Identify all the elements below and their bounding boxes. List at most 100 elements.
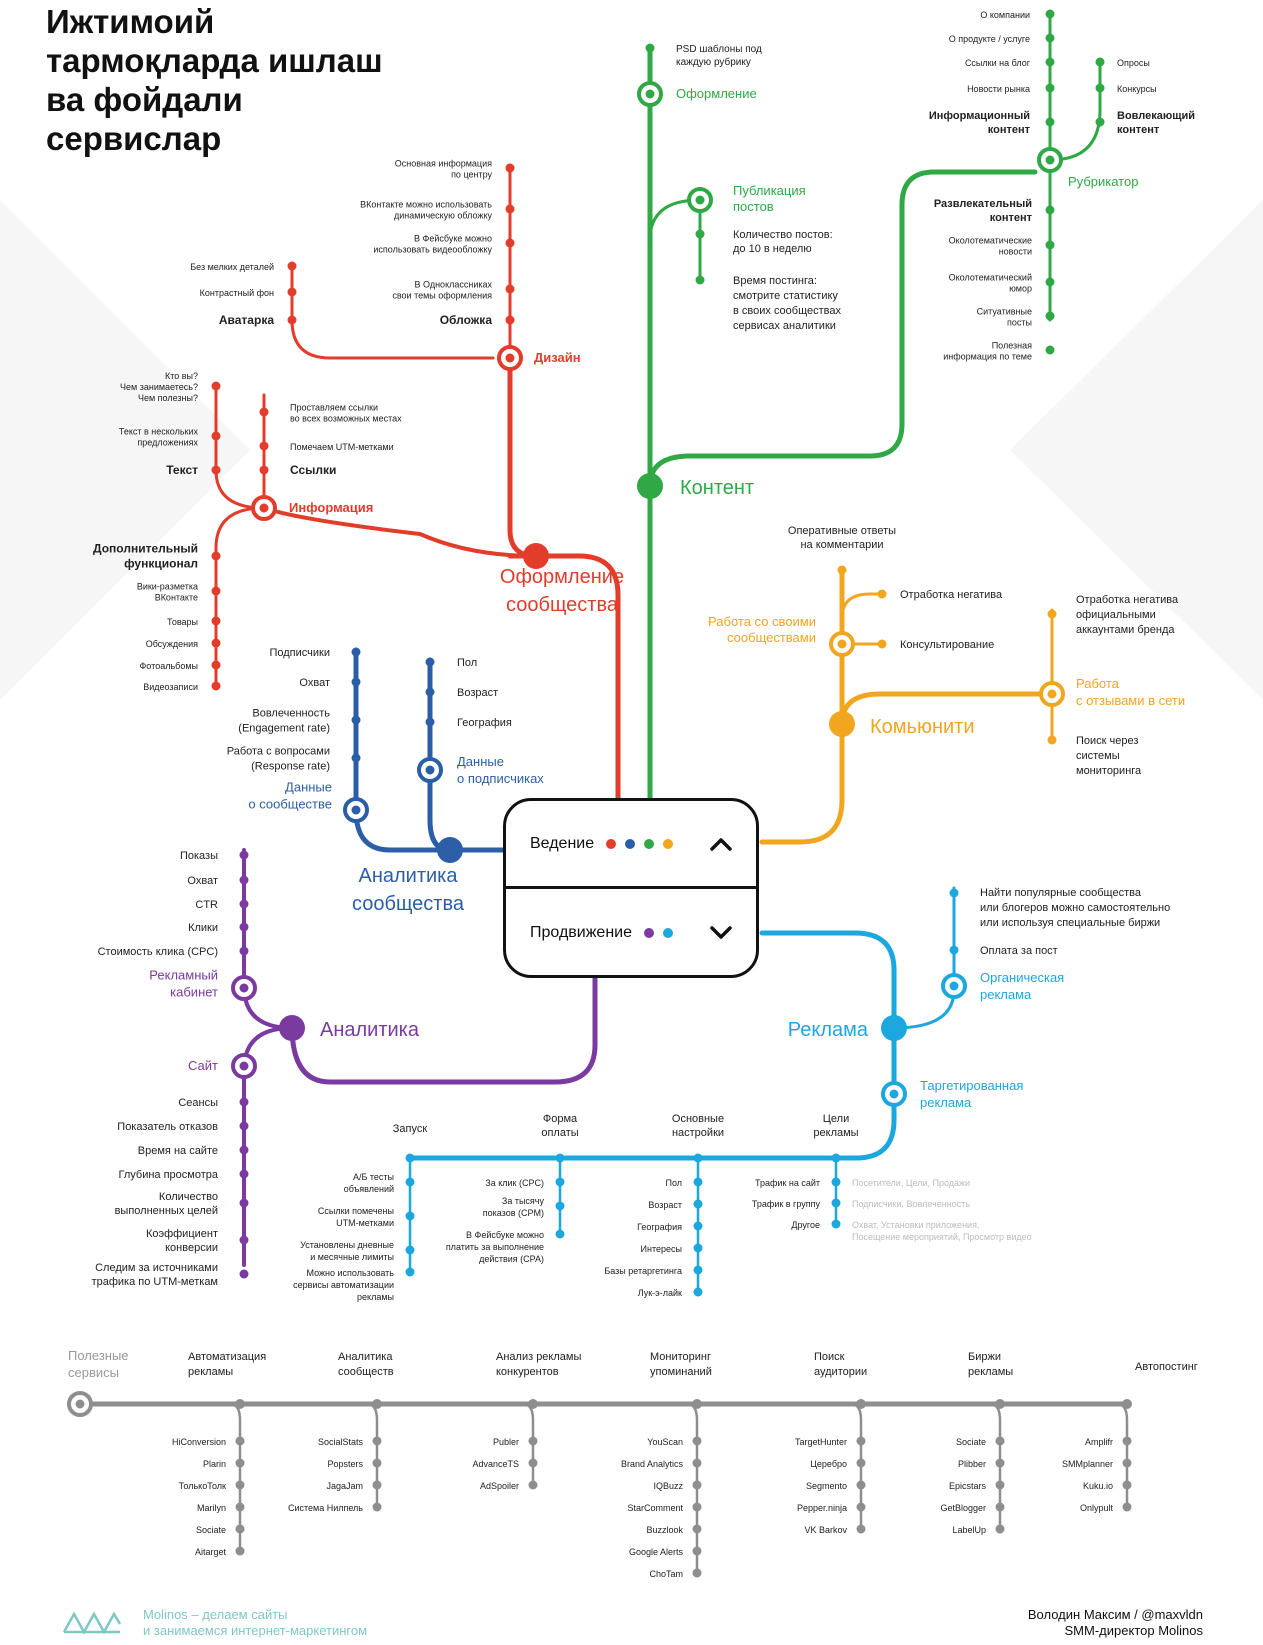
posting-time-dot xyxy=(695,275,705,285)
service-branch-line xyxy=(988,1402,1002,1531)
service-item-dot xyxy=(235,1458,245,1468)
site-item-dot xyxy=(239,1145,249,1155)
service-item: Aitarget xyxy=(195,1547,227,1557)
ads-branch-line xyxy=(892,886,956,1030)
dizain-label: Дизайн xyxy=(534,350,581,365)
community-item-dot xyxy=(351,715,361,725)
tekst-note: Кто вы?Чем занимаетесь?Чем полезны? xyxy=(120,371,198,403)
footer-author-text: Володин Максим / @maxvldn SMM-директор M… xyxy=(1027,1607,1203,1638)
service-item: TargetHunter xyxy=(795,1437,847,1447)
tekst-note-dot xyxy=(211,431,221,441)
info-item: О продукте / услуге xyxy=(949,34,1030,44)
info-item: Новости рынка xyxy=(967,84,1030,94)
functional-item: Обсуждения xyxy=(146,639,198,649)
transfer-station-core xyxy=(239,983,249,993)
answers-dot xyxy=(837,565,847,575)
info-item-dot xyxy=(1045,33,1055,43)
red-line-dot xyxy=(606,838,617,849)
community-item: Подписчики xyxy=(269,647,330,659)
engage-item: Конкурсы xyxy=(1117,84,1157,94)
service-item-dot xyxy=(995,1524,1005,1534)
site-item-dot xyxy=(239,1097,249,1107)
transfer-station-core xyxy=(259,503,269,513)
service-item: ТолькоТолк xyxy=(179,1481,226,1491)
ads-branch-label: Запуск xyxy=(393,1123,428,1135)
settings-item: География xyxy=(637,1222,682,1232)
transfer-station-core xyxy=(837,639,847,649)
fun-item-dot xyxy=(1045,277,1055,287)
tekst-note: Текст xyxy=(166,463,198,477)
goal-note: Охват, Установки приложения,Посещение ме… xyxy=(852,1220,1032,1242)
service-item: ChoTam xyxy=(649,1569,683,1579)
service-branch-line xyxy=(365,1402,379,1509)
service-item-dot xyxy=(528,1480,538,1490)
community-line xyxy=(759,567,845,845)
settings-item-dot xyxy=(693,1265,703,1275)
goal-note: Подписчики, Вовлеченность xyxy=(852,1199,970,1209)
page-title: Ижтимоий тармоқларда ишлаш ва фойдали се… xyxy=(46,3,383,157)
service-branch-line xyxy=(685,1402,699,1575)
goal-item: Трафик в группу xyxy=(752,1199,821,1209)
cabinet-item: Охват xyxy=(187,875,218,887)
site-item-dot xyxy=(239,1235,249,1245)
chevron-up-icon[interactable] xyxy=(708,831,734,857)
hub-row-prodvizhenie[interactable]: Продвижение xyxy=(506,889,756,977)
tekst-note-dot xyxy=(211,381,221,391)
purple-line-dot xyxy=(644,928,654,938)
launch-item-dot xyxy=(405,1211,415,1221)
service-item-dot xyxy=(1122,1458,1132,1468)
chevron-down-icon[interactable] xyxy=(708,920,734,946)
functional-dot xyxy=(211,638,221,648)
cabinet-item: Стоимость клика (CPC) xyxy=(98,946,218,958)
pay-item-dot xyxy=(555,1229,565,1239)
site-item: Сеансы xyxy=(178,1097,218,1109)
service-item-dot xyxy=(372,1436,382,1446)
fun-item-dot xyxy=(1045,205,1055,215)
background-shape xyxy=(1010,200,1263,700)
info-item-dot xyxy=(1045,57,1055,67)
avatar-note-dot xyxy=(287,261,297,271)
cabinet-item-dot xyxy=(239,922,249,932)
launch-item-dot xyxy=(405,1177,415,1187)
design-line xyxy=(507,355,621,803)
ads-branch-dot xyxy=(693,1153,703,1163)
service-item-dot xyxy=(692,1568,702,1578)
service-item-dot xyxy=(995,1502,1005,1512)
oblozhka-note-dot xyxy=(505,163,515,173)
community-item-dot xyxy=(351,677,361,687)
hub-row-vedenie[interactable]: Ведение xyxy=(506,801,756,889)
ssylki-note: Ссылки xyxy=(290,463,336,477)
transfer-station-core xyxy=(75,1399,85,1409)
service-item-dot xyxy=(372,1458,382,1468)
service-item-dot xyxy=(856,1502,866,1512)
service-item: Marilyn xyxy=(197,1503,226,1513)
functional-dot xyxy=(211,660,221,670)
service-item-dot xyxy=(1122,1480,1132,1490)
psd-dot xyxy=(645,43,655,53)
blue-line-dot xyxy=(625,838,636,849)
service-item-dot xyxy=(1122,1502,1132,1512)
service-item: Система Нилпель xyxy=(288,1503,363,1513)
settings-item: Интересы xyxy=(641,1244,682,1254)
service-item: VK Barkov xyxy=(804,1525,847,1535)
info-item: Ссылки на блог xyxy=(965,58,1031,68)
service-item: Google Alerts xyxy=(629,1547,684,1557)
service-item-dot xyxy=(856,1436,866,1446)
service-item-dot xyxy=(995,1458,1005,1468)
